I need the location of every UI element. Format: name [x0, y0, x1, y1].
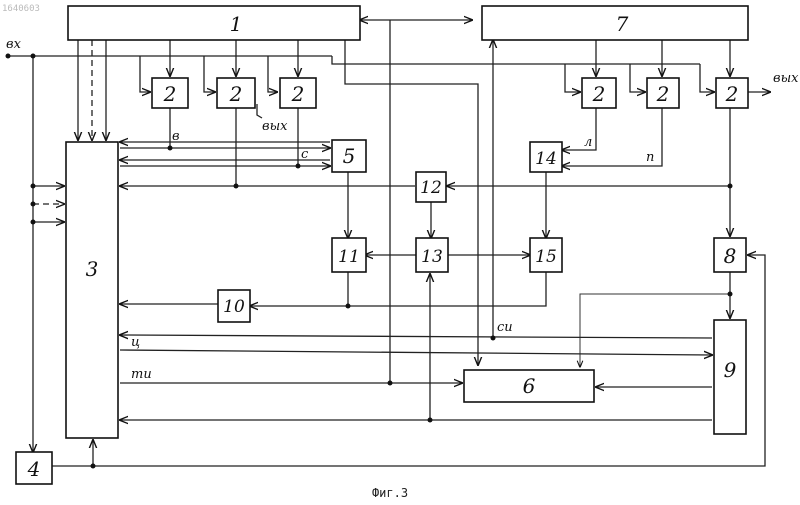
block-9-label: 9 — [724, 358, 737, 382]
signal-ti-label: ти — [131, 367, 152, 382]
block-6-label: 6 — [523, 374, 536, 398]
block-3-label: 3 — [86, 257, 99, 281]
signal-s-label: с — [301, 147, 309, 162]
block-2f: 2 — [716, 78, 748, 108]
block-4-label: 4 — [27, 457, 41, 481]
signal-si-label: си — [497, 320, 513, 335]
output-label-right: вых — [773, 71, 799, 86]
block-2d-label: 2 — [592, 82, 606, 106]
block-11: 11 — [332, 238, 366, 272]
signal-v-label: в — [172, 129, 180, 144]
block-2f-label: 2 — [725, 82, 739, 106]
block-11-label: 11 — [338, 247, 360, 267]
block-2a-label: 2 — [163, 82, 177, 106]
block-8-label: 8 — [724, 244, 737, 268]
block-14: 14 — [530, 142, 562, 172]
document-id: 1640603 — [2, 4, 40, 14]
block-2d: 2 — [582, 78, 616, 108]
block-15-label: 15 — [535, 247, 557, 267]
block-2e-label: 2 — [656, 82, 670, 106]
block-4: 4 — [16, 452, 52, 484]
block-2e: 2 — [647, 78, 679, 108]
block-2b: 2 — [217, 78, 255, 108]
block-12: 12 — [416, 172, 446, 202]
figure-caption: Фиг.3 — [372, 486, 408, 500]
block-12-label: 12 — [420, 178, 442, 198]
block-5: 5 — [332, 140, 366, 172]
block-10: 10 — [218, 290, 250, 322]
signal-p-label: п — [646, 150, 654, 165]
block-2c: 2 — [280, 78, 316, 108]
block-9: 9 — [714, 320, 746, 434]
block-7: 7 — [482, 6, 748, 40]
block-2b-label: 2 — [229, 82, 243, 106]
block-13-label: 13 — [421, 247, 443, 267]
input-label: вх — [6, 37, 22, 52]
block-13: 13 — [416, 238, 448, 272]
block-1-label: 1 — [230, 12, 243, 36]
block-14-label: 14 — [535, 149, 557, 169]
block-6: 6 — [464, 370, 594, 402]
signal-l-label: л — [584, 135, 592, 150]
block-1: 1 — [68, 6, 360, 40]
block-15: 15 — [530, 238, 562, 272]
block-10-label: 10 — [223, 297, 245, 317]
block-2c-label: 2 — [291, 82, 305, 106]
block-5-label: 5 — [343, 144, 356, 168]
block-2a: 2 — [152, 78, 188, 108]
signal-ts-label: ц — [131, 335, 140, 350]
block-3: 3 — [66, 142, 118, 438]
block-7-label: 7 — [616, 12, 629, 36]
block-8: 8 — [714, 238, 746, 272]
output-label-left: вых — [262, 119, 288, 134]
